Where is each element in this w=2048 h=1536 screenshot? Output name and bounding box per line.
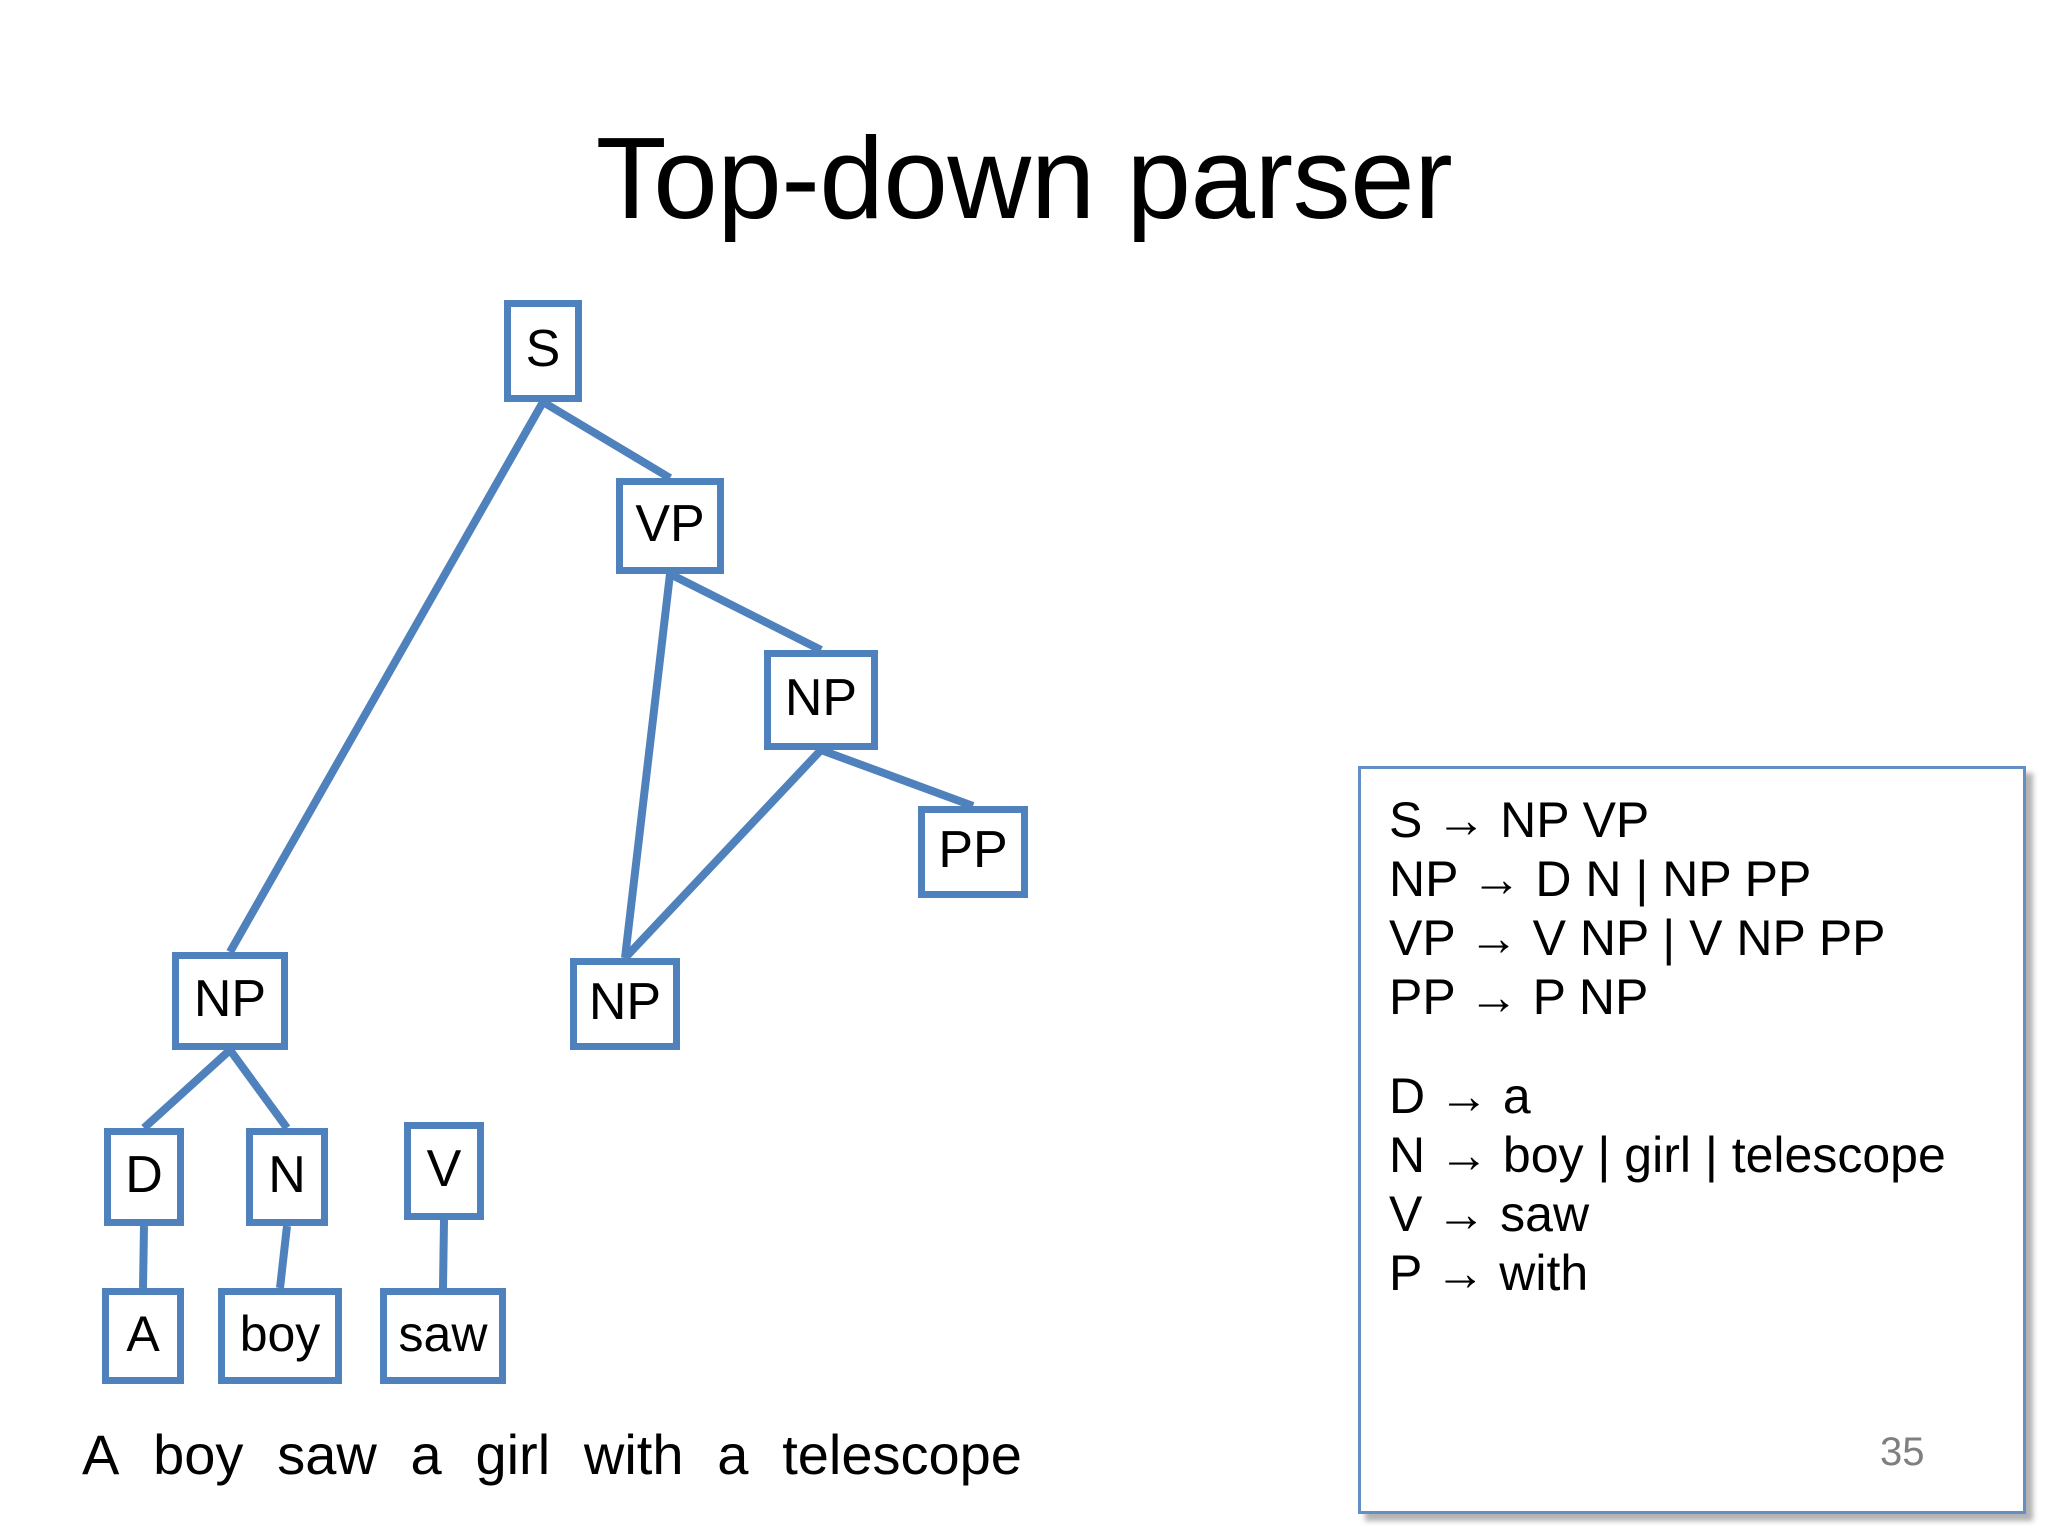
grammar-rule-line: NP → D N | NP PP	[1389, 851, 1812, 907]
tree-edge-s-np1	[226, 400, 547, 954]
sentence-word: a	[410, 1422, 442, 1486]
tree-edge-np1-d	[141, 1047, 233, 1131]
grammar-rule-line: V → saw	[1389, 1186, 1590, 1242]
grammar-rule-line: D → a	[1389, 1068, 1531, 1124]
tree-edge-vp-np2	[668, 570, 823, 654]
page-number: 35	[1880, 1430, 1925, 1474]
tree-node-label: D	[125, 1146, 163, 1204]
tree-node-wboy: boy	[218, 1288, 342, 1384]
tree-node-vp: VP	[616, 478, 724, 574]
sentence-word: telescope	[782, 1422, 1022, 1486]
tree-edge-s-vp	[540, 398, 673, 482]
sentence-word: girl	[475, 1422, 551, 1486]
tree-node-label: PP	[938, 821, 1008, 879]
tree-node-label: saw	[398, 1306, 488, 1362]
tree-node-label: boy	[239, 1306, 321, 1362]
tree-node-pp: PP	[918, 806, 1028, 898]
tree-node-wsaw: saw	[380, 1288, 506, 1384]
tree-node-np1: NP	[172, 952, 288, 1050]
grammar-rule-line: PP → P NP	[1389, 969, 1649, 1025]
tree-node-label: S	[525, 320, 561, 378]
tree-node-label: V	[426, 1140, 462, 1198]
sentence-word: A	[82, 1422, 120, 1486]
grammar-rule-line: VP → V NP | V NP PP	[1389, 910, 1886, 966]
tree-node-label: NP	[784, 669, 858, 727]
grammar-rule-spacer	[1389, 1027, 2023, 1067]
tree-edge-np1-n	[226, 1047, 291, 1131]
tree-edge-np2-pp	[819, 746, 975, 810]
sentence-word: a	[717, 1422, 749, 1486]
tree-node-label: NP	[588, 973, 662, 1031]
grammar-rule-line: N → boy | girl | telescope	[1389, 1127, 1946, 1183]
tree-node-np2: NP	[764, 650, 878, 750]
tree-edge-n-wboy	[276, 1225, 291, 1289]
grammar-rule-line: P → with	[1389, 1245, 1589, 1301]
tree-node-wa: A	[102, 1288, 184, 1384]
grammar-rule-line: S → NP VP	[1389, 792, 1650, 848]
tree-node-s: S	[504, 300, 582, 402]
sentence-word: saw	[277, 1422, 377, 1486]
tree-node-n: N	[246, 1128, 328, 1226]
tree-edge-vp-np3	[621, 573, 674, 959]
tree-edge-d-wa	[139, 1225, 148, 1289]
tree-node-v: V	[404, 1122, 484, 1220]
parse-tree-edges	[139, 398, 975, 1289]
tree-node-label: N	[268, 1146, 306, 1204]
tree-edge-v-wsaw	[439, 1219, 448, 1289]
page-title: Top-down parser	[595, 113, 1453, 243]
tree-edge-np2-np3	[622, 747, 824, 961]
sentence-word: boy	[153, 1422, 244, 1486]
tree-node-label: VP	[635, 495, 705, 553]
tree-node-label: A	[126, 1306, 160, 1362]
sentence-word: with	[583, 1422, 684, 1486]
tree-node-np3: NP	[570, 958, 680, 1050]
tree-node-label: NP	[193, 970, 267, 1028]
tree-node-d: D	[104, 1128, 184, 1226]
